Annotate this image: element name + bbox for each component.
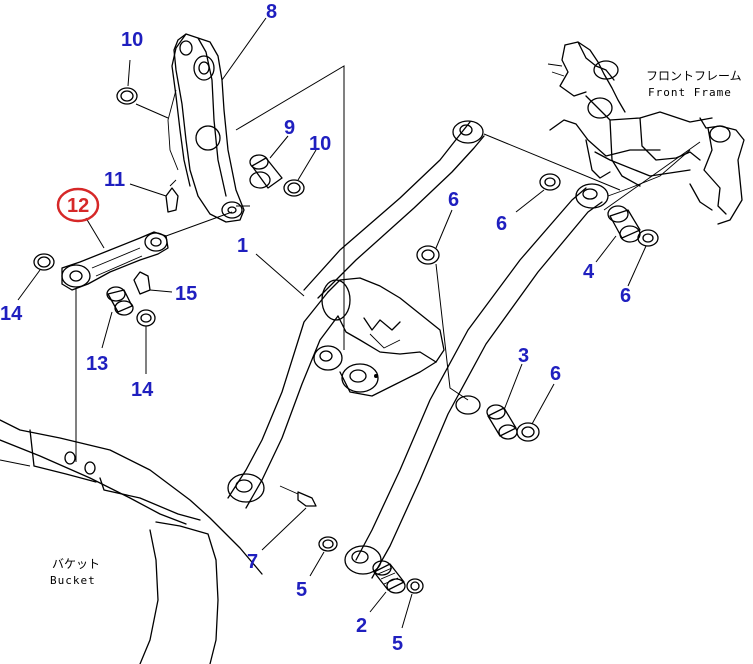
leader-lines — [17, 17, 647, 629]
grease-fitting-15 — [133, 271, 151, 295]
bell-crank — [227, 120, 485, 509]
grease-fitting-11 — [165, 179, 179, 213]
washer-6a — [416, 245, 440, 265]
lift-arm — [344, 183, 609, 579]
washer-5a — [318, 536, 338, 552]
callout-5[interactable]: 5 — [296, 579, 307, 601]
washer-6b — [539, 173, 561, 191]
callout-5[interactable]: 5 — [392, 633, 403, 655]
bucket — [0, 419, 263, 664]
washer-10a — [116, 87, 138, 105]
callout-9[interactable]: 9 — [284, 117, 295, 139]
callout-4[interactable]: 4 — [583, 261, 595, 283]
callout-3[interactable]: 3 — [518, 345, 529, 367]
callout-10[interactable]: 10 — [121, 29, 143, 51]
bucket-label-jp: バケット — [52, 557, 100, 571]
link-12 — [61, 231, 169, 291]
callout-12[interactable]: 12 — [67, 195, 89, 217]
callout-1[interactable]: 1 — [237, 235, 248, 257]
callout-12-highlight[interactable]: 12 — [56, 187, 100, 223]
front-frame — [547, 41, 745, 225]
callout-6[interactable]: 6 — [550, 363, 561, 385]
washer-14b — [136, 309, 156, 327]
front-frame-label-jp: フロントフレーム — [646, 69, 742, 83]
washer-14a — [33, 253, 55, 271]
front-frame-label-en: Front Frame — [648, 86, 732, 99]
washer-6c — [637, 229, 659, 247]
callout-6[interactable]: 6 — [496, 213, 507, 235]
bushing-13 — [106, 286, 134, 316]
washer-10b — [283, 179, 305, 197]
bushing-4 — [607, 205, 641, 243]
washer-5b — [406, 578, 424, 594]
callout-15[interactable]: 15 — [175, 283, 197, 305]
callout-10[interactable]: 10 — [309, 133, 331, 155]
grease-fitting-7 — [279, 485, 317, 507]
washer-6d — [516, 422, 540, 442]
bushing-9 — [249, 154, 283, 189]
highlight-circle — [56, 187, 100, 223]
callout-14[interactable]: 14 — [0, 303, 23, 325]
callout-6[interactable]: 6 — [448, 189, 459, 211]
bushing-3 — [486, 404, 518, 440]
callout-6[interactable]: 6 — [620, 285, 631, 307]
bushing-2 — [372, 560, 406, 594]
callout-8[interactable]: 8 — [266, 1, 277, 23]
tilt-lever — [167, 33, 245, 223]
callout-14[interactable]: 14 — [131, 379, 154, 401]
callout-2[interactable]: 2 — [356, 615, 367, 637]
callout-7[interactable]: 7 — [247, 551, 258, 573]
callout-11[interactable]: 11 — [104, 169, 125, 191]
bucket-label-en: Bucket — [50, 574, 96, 587]
callout-13[interactable]: 13 — [86, 353, 108, 375]
